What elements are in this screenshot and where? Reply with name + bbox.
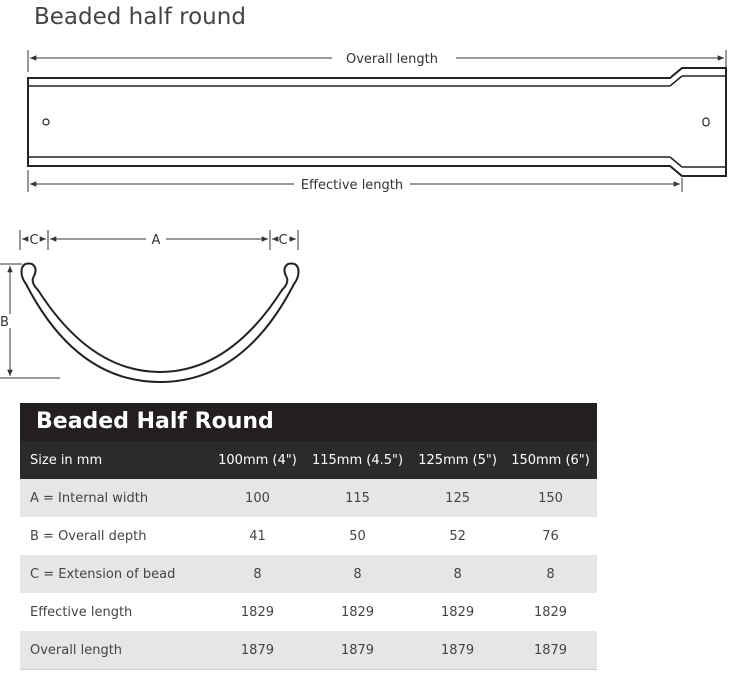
header-cell: 150mm (6") <box>504 441 597 479</box>
table-row: C = Extension of bead 8 8 8 8 <box>20 555 597 593</box>
cross-section-dimensions <box>0 230 299 379</box>
table-header-row: Size in mm 100mm (4") 115mm (4.5") 125mm… <box>20 441 597 479</box>
overall-length-label: Overall length <box>346 52 438 67</box>
table-cell: 1829 <box>411 593 505 631</box>
table-cell: 76 <box>504 517 597 555</box>
table-title: Beaded Half Round <box>20 403 597 441</box>
table-cell: 50 <box>303 517 412 555</box>
table-cell: 41 <box>211 517 304 555</box>
table-cell: 1829 <box>211 593 304 631</box>
slot-hole-icon <box>702 117 710 127</box>
table-cell: 125 <box>411 479 505 517</box>
dim-a-label: A <box>152 233 161 248</box>
table-cell: 1879 <box>411 631 505 670</box>
row-label: C = Extension of bead <box>20 555 211 593</box>
table-cell: 52 <box>411 517 505 555</box>
header-cell: 100mm (4") <box>211 441 304 479</box>
table-cell: 1829 <box>504 593 597 631</box>
table-row: B = Overall depth 41 50 52 76 <box>20 517 597 555</box>
row-label: Overall length <box>20 631 211 670</box>
gutter-drawing: Overall length Effective length <box>0 50 727 384</box>
header-cell: 115mm (4.5") <box>303 441 412 479</box>
row-label: B = Overall depth <box>20 517 211 555</box>
row-label: A = Internal width <box>20 479 211 517</box>
page-title: Beaded half round <box>34 4 246 30</box>
table-cell: 1829 <box>303 593 412 631</box>
table-row: Overall length 1879 1879 1879 1879 <box>20 631 597 670</box>
table-cell: 1879 <box>211 631 304 670</box>
row-label: Effective length <box>20 593 211 631</box>
table-cell: 115 <box>303 479 412 517</box>
table-cell: 1879 <box>504 631 597 670</box>
table-cell: 8 <box>211 555 304 593</box>
table-cell: 100 <box>211 479 304 517</box>
effective-length-dimension: Effective length <box>27 170 683 193</box>
dim-c-left-label: C <box>29 233 38 248</box>
table-row: Effective length 1829 1829 1829 1829 <box>20 593 597 631</box>
gutter-side-view <box>27 67 727 177</box>
table-cell: 8 <box>303 555 412 593</box>
table-cell: 8 <box>504 555 597 593</box>
header-cell: Size in mm <box>20 441 211 479</box>
table-cell: 1879 <box>303 631 412 670</box>
fixing-hole-icon <box>42 118 50 126</box>
half-round-profile <box>20 262 300 384</box>
overall-length-dimension: Overall length <box>27 50 727 72</box>
spec-table: Beaded Half Round Size in mm 100mm (4") … <box>20 403 597 670</box>
dim-c-right-label: C <box>278 233 287 248</box>
table-cell: 150 <box>504 479 597 517</box>
table-cell: 8 <box>411 555 505 593</box>
header-cell: 125mm (5") <box>411 441 505 479</box>
effective-length-label: Effective length <box>301 178 403 193</box>
dim-b-label: B <box>0 315 9 330</box>
table-row: A = Internal width 100 115 125 150 <box>20 479 597 517</box>
